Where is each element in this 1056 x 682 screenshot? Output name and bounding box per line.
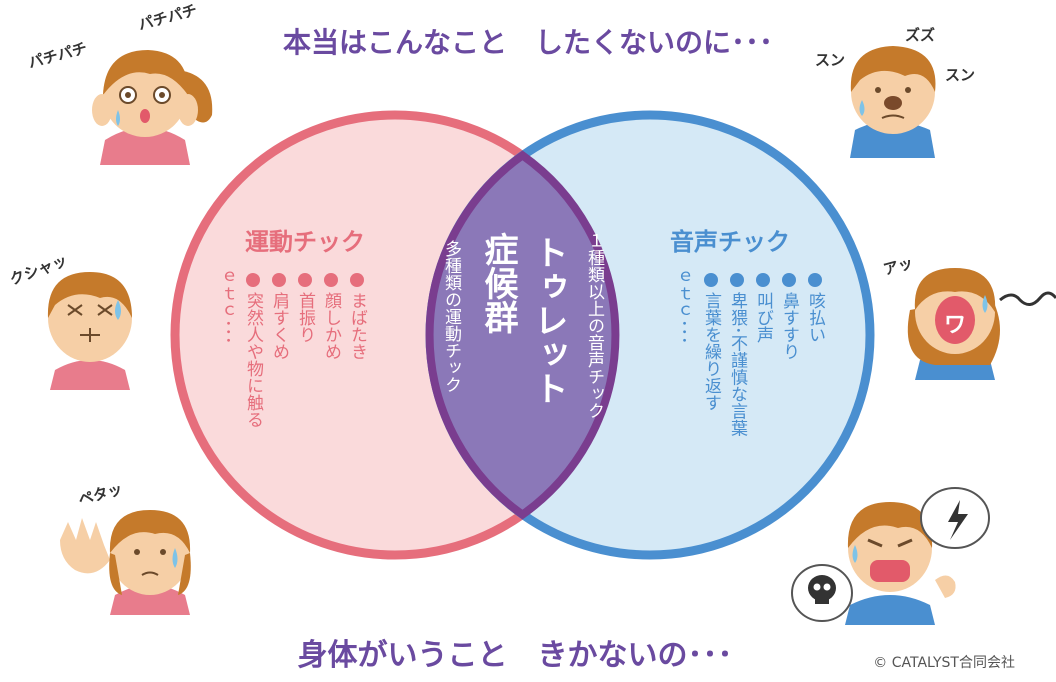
lightning-icon: [948, 500, 968, 540]
motor-etc: ｅｔｃ･･･: [217, 268, 237, 345]
vocal-item-2: 鼻すすり: [779, 292, 799, 360]
grimacing-boy-illustration: [47, 272, 133, 390]
center-desc-motor: 多種類の運動チック: [441, 240, 461, 393]
blinking-girl-illustration: [92, 50, 213, 165]
vocal-item-3: 叫び声: [753, 292, 773, 343]
vocal-tic-title: 音声チック: [670, 228, 790, 256]
vocal-item-4: 卑猥･不謹慎な言葉: [727, 292, 747, 437]
shouting-girl-illustration: [907, 268, 1056, 380]
vocal-item-5: 言葉を繰り返す: [701, 292, 721, 411]
swearing-boy-illustration: [791, 487, 990, 625]
sfx-sniff-2: スン: [815, 51, 845, 69]
motor-item-5: 突然人や物に触る: [243, 292, 263, 428]
heading-bottom: 身体がいうこと きかないの･･･: [298, 638, 733, 673]
center-title-line1: トゥレット: [528, 235, 568, 405]
sfx-blink-1: パチパチ: [26, 39, 89, 72]
center-title-line2: 症候群: [478, 232, 518, 334]
heading-top: 本当はこんなこと したくないのに･･･: [283, 26, 773, 59]
sniffing-boy-illustration: [850, 46, 936, 158]
vocal-item-1: 咳払い: [805, 292, 825, 343]
touching-girl-illustration: [60, 510, 191, 615]
copyright: © CATALYST合同会社: [873, 655, 1015, 671]
sfx-sniff-3: スン: [945, 66, 975, 84]
motor-item-2: 顔しかめ: [321, 292, 341, 360]
motor-item-3: 首振り: [295, 292, 315, 343]
sfx-sniff-1: ズズ: [905, 26, 935, 44]
overlap-region: [430, 115, 615, 555]
motor-bullets: [246, 273, 364, 287]
vocal-bullets: [704, 273, 822, 287]
sfx-blink-2: パチパチ: [136, 1, 199, 34]
skull-icon: [808, 575, 836, 604]
motor-tic-title: 運動チック: [245, 228, 365, 256]
center-desc-vocal: １種類以上の音声チック: [584, 232, 604, 419]
sfx-touch: ペタッ: [76, 480, 124, 509]
sfx-shout-wave: ワ: [944, 313, 966, 338]
motor-item-4: 肩すくめ: [269, 292, 289, 360]
sfx-shout: アッ: [881, 254, 915, 279]
vocal-etc: ｅｔｃ･･･: [673, 268, 693, 345]
motor-item-1: まばたき: [347, 292, 367, 360]
overlap-outline: [425, 150, 620, 520]
